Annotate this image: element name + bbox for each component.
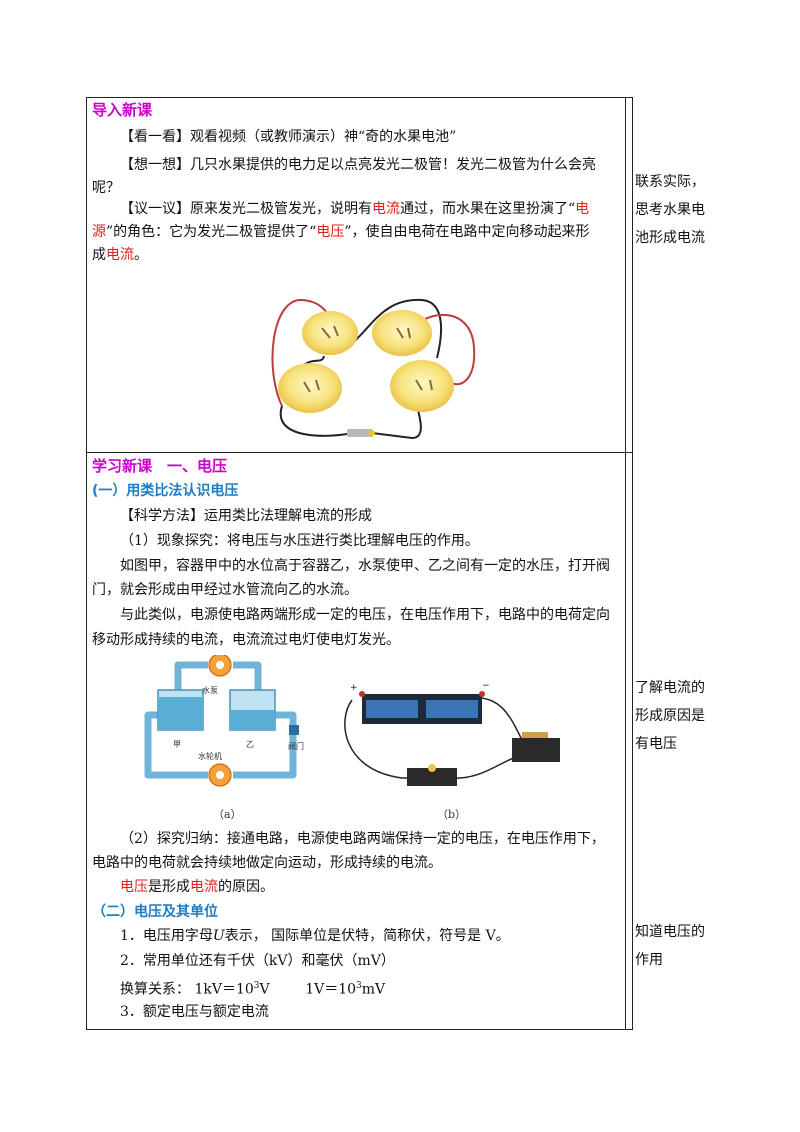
side-note-3: 知道电压的 作用 bbox=[635, 924, 705, 968]
side-note-1: 联系实际， 思考水果电 池形成电流 bbox=[635, 174, 705, 246]
paragraph-cause: 电压是形成电流的原因。 bbox=[120, 879, 274, 895]
label-pump: 水泵 bbox=[202, 685, 218, 695]
paragraph-method: 【科学方法】运用类比法理解电流的形成 bbox=[120, 508, 372, 524]
label-container-jia: 甲 bbox=[173, 740, 181, 749]
caption-figure-b: （b） bbox=[437, 808, 467, 821]
section-heading-voltage: 学习新课 一、电压 bbox=[92, 457, 228, 475]
subheading-units: （二）电压及其单位 bbox=[92, 904, 218, 920]
unit-line-1: 1．电压用字母U表示， 国际单位是伏特，简称伏，符号是 V。 bbox=[120, 928, 510, 944]
paragraph-think-cont: 呢？ bbox=[92, 180, 120, 196]
label-discuss: 【议一议】 bbox=[120, 201, 190, 217]
unit-line-2: 2．常用单位还有千伏（kV）和毫伏（mV） bbox=[120, 953, 395, 969]
paragraph-explore: （1）现象探究：将电压与水压进行类比理解电压的作用。 bbox=[120, 533, 479, 549]
paragraph-summary: （2）探究归纳：接通电路，电源使电路两端保持一定的电压，在电压作用下， bbox=[120, 831, 605, 847]
subheading-analogy: (一）用类比法认识电压 bbox=[92, 483, 239, 499]
label-minus: − bbox=[482, 681, 490, 691]
paragraph-discuss-2: 源”的角色：它为发光二极管提供了“电压”，使自由电荷在电路中定向移动起来形 bbox=[92, 224, 590, 240]
paragraph-think: 【想一想】几只水果提供的电力足以点亮发光二极管！发光二极管为什么会亮 bbox=[120, 157, 596, 173]
fruit-battery-image bbox=[271, 298, 476, 440]
side-note-2: 了解电流的 形成原因是 有电压 bbox=[635, 680, 705, 752]
unit-conversion: 换算关系： 1kV＝103V 1V＝103mV bbox=[120, 981, 386, 998]
unit-line-3: 3．额定电压与额定电流 bbox=[120, 1004, 269, 1020]
lesson-table bbox=[86, 97, 633, 1030]
caption-figure-a: （a） bbox=[213, 808, 242, 821]
circuit-photo-diagram: + − bbox=[344, 681, 560, 786]
label-look: 【看一看】 bbox=[120, 129, 190, 145]
paragraph-summary-cont: 电路中的电荷就会持续地做定向运动，形成持续的电流。 bbox=[92, 855, 442, 871]
paragraph-analogy-cont: 移动形成持续的电流，电流流过电灯使电灯发光。 bbox=[92, 632, 400, 648]
row-divider bbox=[86, 452, 633, 453]
paragraph-analogy: 与此类似，电源使电路两端形成一定的电压，在电压作用下，电路中的电荷定向 bbox=[120, 607, 610, 623]
label-turbine: 水轮机 bbox=[198, 751, 222, 761]
label-container-yi: 乙 bbox=[246, 740, 254, 749]
column-divider bbox=[625, 97, 626, 1030]
paragraph-discuss: 【议一议】原来发光二极管发光，说明有电流通过，而水果在这里扮演了“电 bbox=[120, 201, 590, 217]
label-valve: 阀门 bbox=[288, 741, 304, 751]
water-analogy-diagram: 水泵 甲 乙 水轮机 阀门 bbox=[144, 655, 304, 787]
paragraph-discuss-3: 成电流。 bbox=[92, 247, 148, 263]
label-method: 【科学方法】 bbox=[120, 508, 204, 524]
label-plus: + bbox=[350, 683, 358, 693]
paragraph-figure-a: 如图甲，容器甲中的水位高于容器乙，水泵使甲、乙之间有一定的水压，打开阀 bbox=[120, 558, 610, 574]
section-heading-intro: 导入新课 bbox=[92, 101, 153, 119]
paragraph-figure-a-cont: 门，就会形成由甲经过水管流向乙的水流。 bbox=[92, 582, 358, 598]
label-think: 【想一想】 bbox=[120, 157, 190, 173]
paragraph-look: 【看一看】观看视频（或教师演示）神“奇的水果电池” bbox=[120, 129, 457, 145]
